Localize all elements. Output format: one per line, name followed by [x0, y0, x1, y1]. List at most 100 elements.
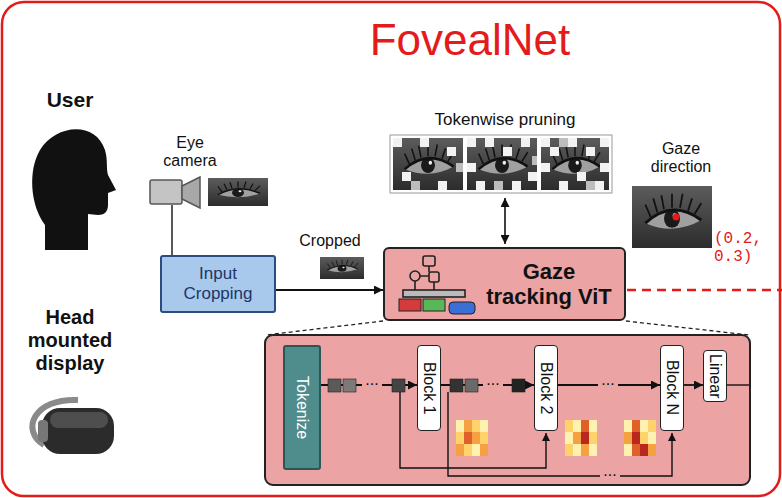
pruned-eye-images: [438, 181, 447, 190]
pruned-eye-images: [512, 181, 521, 190]
pruned-eye-images: [568, 138, 577, 147]
feedback-lines: [400, 385, 749, 476]
node-text: Block 1: [420, 362, 438, 414]
zoom-dashed-lines: [626, 321, 749, 335]
feedback-lines: [448, 392, 672, 476]
pruned-eye-images: [541, 138, 609, 190]
device-label: Eye camera: [148, 134, 232, 171]
pruned-eye-images: [559, 181, 568, 190]
pruned-eye-images: [541, 163, 550, 172]
attention-heatmap: [589, 444, 597, 456]
eye-image: [208, 178, 268, 206]
pruned-eye-images: [577, 172, 586, 181]
vit-detail-panel: [265, 335, 750, 485]
attention-heatmap: [632, 420, 640, 432]
attention-heatmap: [581, 444, 589, 456]
ellipsis: ...: [483, 372, 503, 388]
pruned-eye-images: [559, 138, 568, 147]
pruned-eye-images: [586, 147, 595, 156]
pruned-eye-images: [467, 138, 537, 190]
user-head-silhouette: [32, 129, 116, 250]
node-text: Block N: [663, 360, 681, 415]
attention-heatmap: [632, 432, 640, 444]
attention-heatmap: [480, 420, 488, 432]
node-text: Block 2: [537, 362, 555, 414]
attention-heatmap: [472, 432, 480, 444]
token-patches: [392, 379, 405, 392]
ellipsis: ...: [598, 372, 618, 388]
ellipsis: ...: [600, 463, 620, 479]
linear-box: Linear: [703, 350, 727, 402]
attention-heatmap: [565, 444, 573, 456]
ellipsis: ...: [362, 372, 382, 388]
attention-heatmap: [632, 444, 640, 456]
pruned-eye-images: [476, 181, 485, 190]
node-text: Tokenize: [293, 376, 311, 439]
attention-heatmap: [624, 444, 632, 456]
attention-heatmap: [640, 444, 648, 456]
step-label: Tokenwise pruning: [395, 110, 615, 130]
attention-heatmap: [472, 420, 480, 432]
zoom-dashed-lines: [266, 321, 749, 335]
flow-arrow: [684, 384, 703, 386]
device-label: Head mounted display: [12, 306, 128, 375]
camera-wire: [171, 205, 173, 255]
pruned-eye-images: [393, 138, 402, 147]
diagram-title: FovealNet: [300, 16, 640, 64]
pruned-eye-images: [586, 181, 595, 190]
output-label: Gaze direction: [636, 140, 726, 177]
headset-illustration: [32, 400, 114, 454]
token-patches: [465, 379, 478, 392]
attention-heatmap: [464, 444, 472, 456]
attention-heatmap: [624, 432, 632, 444]
pruned-eye-images: [494, 181, 503, 190]
camera-icon: [150, 180, 182, 204]
attention-heatmap: [565, 432, 573, 444]
pruning-double-arrow: [504, 198, 506, 244]
headset-illustration: [50, 412, 108, 428]
gaze-point: [673, 214, 680, 221]
pruned-eye-images: [532, 156, 537, 165]
token-patches: [450, 379, 463, 392]
attention-heatmap: [456, 432, 464, 444]
attention-heatmap: [480, 444, 488, 456]
camera-icon: [150, 177, 200, 208]
attention-heatmap: [573, 420, 581, 432]
pruned-eye-images: [521, 138, 530, 147]
attention-heatmap: [456, 444, 464, 456]
attention-heatmap: [589, 420, 597, 432]
block-box: Block 2: [534, 345, 558, 431]
token-patches: [512, 379, 525, 392]
pruned-eye-images: [447, 147, 456, 156]
attention-heatmap: [648, 420, 656, 432]
attention-heatmap: [648, 444, 656, 456]
pruned-eye-images: [390, 135, 612, 193]
pruned-eye-images: [528, 172, 537, 181]
user-head-silhouette: [32, 129, 116, 250]
flow-arrow: [276, 289, 383, 291]
node-text: Linear: [706, 354, 724, 398]
tokenize-box: Tokenize: [283, 345, 321, 470]
pruned-eye-images: [600, 138, 609, 147]
zoom-dashed-lines: [266, 321, 383, 335]
pruned-eye-images: [390, 135, 612, 193]
feedback-lines: [727, 384, 749, 385]
model-box: Gaze tracking ViT: [383, 247, 626, 321]
node-text: Input Cropping: [166, 264, 270, 303]
attention-heatmap: [648, 432, 656, 444]
attention-heatmap: [464, 420, 472, 432]
pruned-eye-images: [485, 138, 494, 147]
attention-heatmap: [472, 444, 480, 456]
pruned-eye-images: [420, 138, 429, 147]
attention-heatmap: [456, 420, 488, 456]
pruned-eye-images: [393, 138, 609, 190]
pruned-eye-images: [411, 138, 595, 190]
attention-heatmap: [565, 420, 597, 456]
pruned-eye-images: [402, 172, 411, 181]
attention-heatmap: [581, 420, 589, 432]
node-text: Gaze tracking ViT: [480, 259, 618, 310]
attention-heatmap: [581, 432, 589, 444]
token-patches: [343, 379, 356, 392]
attention-heatmap: [624, 420, 656, 456]
